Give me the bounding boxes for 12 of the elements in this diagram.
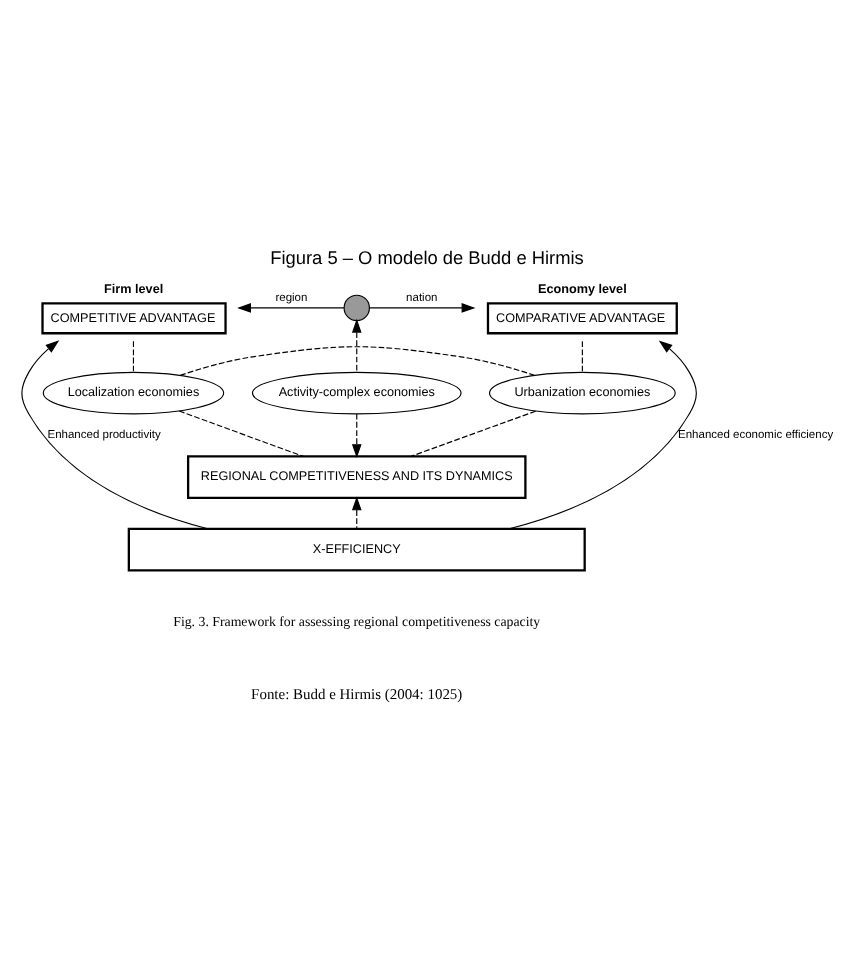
node-circle [343,293,370,321]
arrow [237,302,345,312]
arrow [351,495,362,529]
arrow [368,302,476,312]
connector [132,339,135,372]
connector [178,409,304,456]
arrow [351,412,362,458]
connector [410,409,537,456]
arrow [351,317,362,372]
diagram-title: Figura 5 – O modelo de Budd e Hirmis [270,246,584,267]
connector [581,339,583,372]
connector [179,345,535,375]
